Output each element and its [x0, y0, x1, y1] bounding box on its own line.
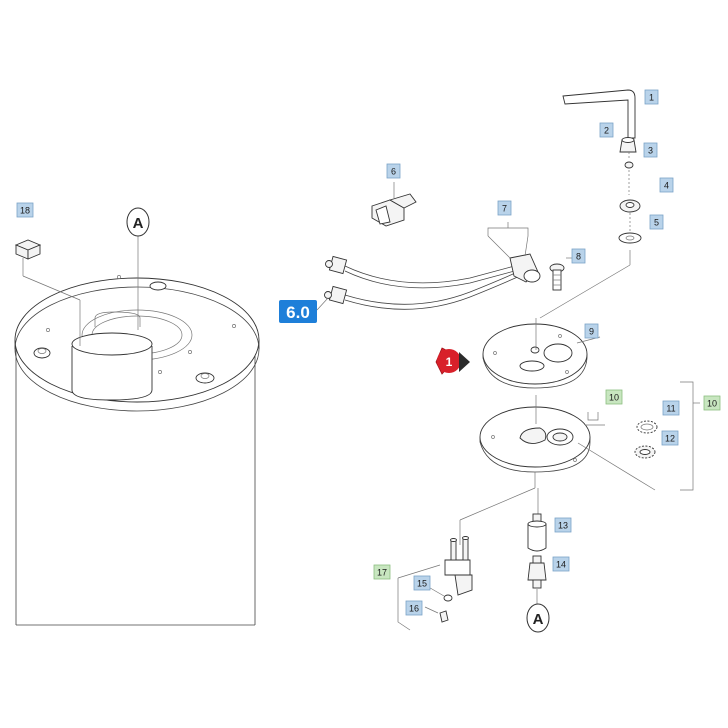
- part-label-9[interactable]: 9: [584, 323, 599, 339]
- part-label-10[interactable]: 10: [703, 395, 721, 411]
- part-label-box: [571, 248, 586, 264]
- part-label-number: 6: [391, 167, 396, 177]
- part-label-10[interactable]: 10: [605, 389, 623, 405]
- detail-letter-a-bottom: A: [533, 611, 544, 628]
- position-marker: 1: [435, 347, 470, 375]
- part-label-number: 7: [502, 204, 507, 214]
- part-label-box: [659, 177, 674, 193]
- part-label-17[interactable]: 17: [373, 564, 391, 580]
- part-label-box: [643, 142, 658, 158]
- part-label-box: [554, 517, 572, 533]
- part-label-number: 5: [654, 218, 659, 228]
- part-label-13[interactable]: 13: [554, 517, 572, 533]
- parts-13-14-sensor: [527, 513, 547, 604]
- part-label-box: [661, 430, 679, 446]
- part-label-box: [386, 163, 401, 179]
- lower-plate: [459, 381, 700, 545]
- part-label-11[interactable]: 11: [662, 400, 680, 416]
- part-label-number: 16: [409, 604, 419, 614]
- position-marker-number: 1: [446, 355, 453, 369]
- part-label-2[interactable]: 2: [599, 122, 614, 138]
- part-label-box: [16, 202, 34, 218]
- part-label-box: [703, 395, 721, 411]
- part-9-plate: [482, 318, 601, 389]
- part-17-bracket-assembly: [397, 536, 473, 631]
- part-label-box: [405, 600, 423, 616]
- part-label-number: 13: [558, 521, 568, 531]
- part-label-3[interactable]: 3: [643, 142, 658, 158]
- parts-11-12-rings: [634, 420, 658, 459]
- part-label-7[interactable]: 7: [497, 200, 512, 216]
- part-label-box: [552, 556, 570, 572]
- detail-letter-a-top: A: [133, 215, 144, 232]
- reference-label-6-0[interactable]: 6.0: [279, 297, 329, 323]
- tank-body: [14, 275, 260, 626]
- part-label-number: 2: [604, 126, 609, 136]
- part-label-5[interactable]: 5: [649, 214, 664, 230]
- part-label-18[interactable]: 18: [16, 202, 34, 218]
- part-label-number: 3: [648, 146, 653, 156]
- part-label-number: 4: [664, 181, 669, 191]
- part-label-box: [373, 564, 391, 580]
- part-label-box: [605, 389, 623, 405]
- part-6-clip: [371, 182, 417, 227]
- part-label-number: 17: [377, 568, 387, 578]
- part-label-box: [644, 89, 659, 105]
- part-label-box: [584, 323, 599, 339]
- part-label-box: [599, 122, 614, 138]
- part-label-box: [649, 214, 664, 230]
- part-7-hose-assembly: [324, 222, 541, 310]
- part-label-number: 18: [20, 206, 30, 216]
- parts-1-to-5-stack: [539, 89, 642, 319]
- part-label-16[interactable]: 16: [405, 600, 423, 616]
- part-label-number: 15: [417, 579, 427, 589]
- detail-a-marker-bottom: A: [526, 603, 550, 633]
- part-label-box: [497, 200, 512, 216]
- part-18-bracket: [14, 239, 81, 346]
- part-label-number: 10: [707, 399, 717, 409]
- part-label-number: 8: [576, 252, 581, 262]
- part-label-number: 10: [609, 393, 619, 403]
- part-label-14[interactable]: 14: [552, 556, 570, 572]
- part-label-number: 11: [666, 404, 675, 414]
- part-label-number: 1: [649, 93, 654, 103]
- part-label-4[interactable]: 4: [659, 177, 674, 193]
- part-8-screw: [549, 257, 572, 291]
- part-label-1[interactable]: 1: [644, 89, 659, 105]
- part-label-box: [662, 400, 680, 416]
- part-label-number: 12: [665, 434, 675, 444]
- part-label-6[interactable]: 6: [386, 163, 401, 179]
- part-label-number: 14: [556, 560, 566, 570]
- part-label-box: [413, 575, 431, 591]
- part-label-12[interactable]: 12: [661, 430, 679, 446]
- detail-a-marker-top: A: [126, 207, 150, 330]
- part-label-number: 9: [589, 327, 594, 337]
- part-label-15[interactable]: 15: [413, 575, 431, 591]
- part-label-8[interactable]: 8: [571, 248, 586, 264]
- reference-label-text: 6.0: [286, 303, 310, 322]
